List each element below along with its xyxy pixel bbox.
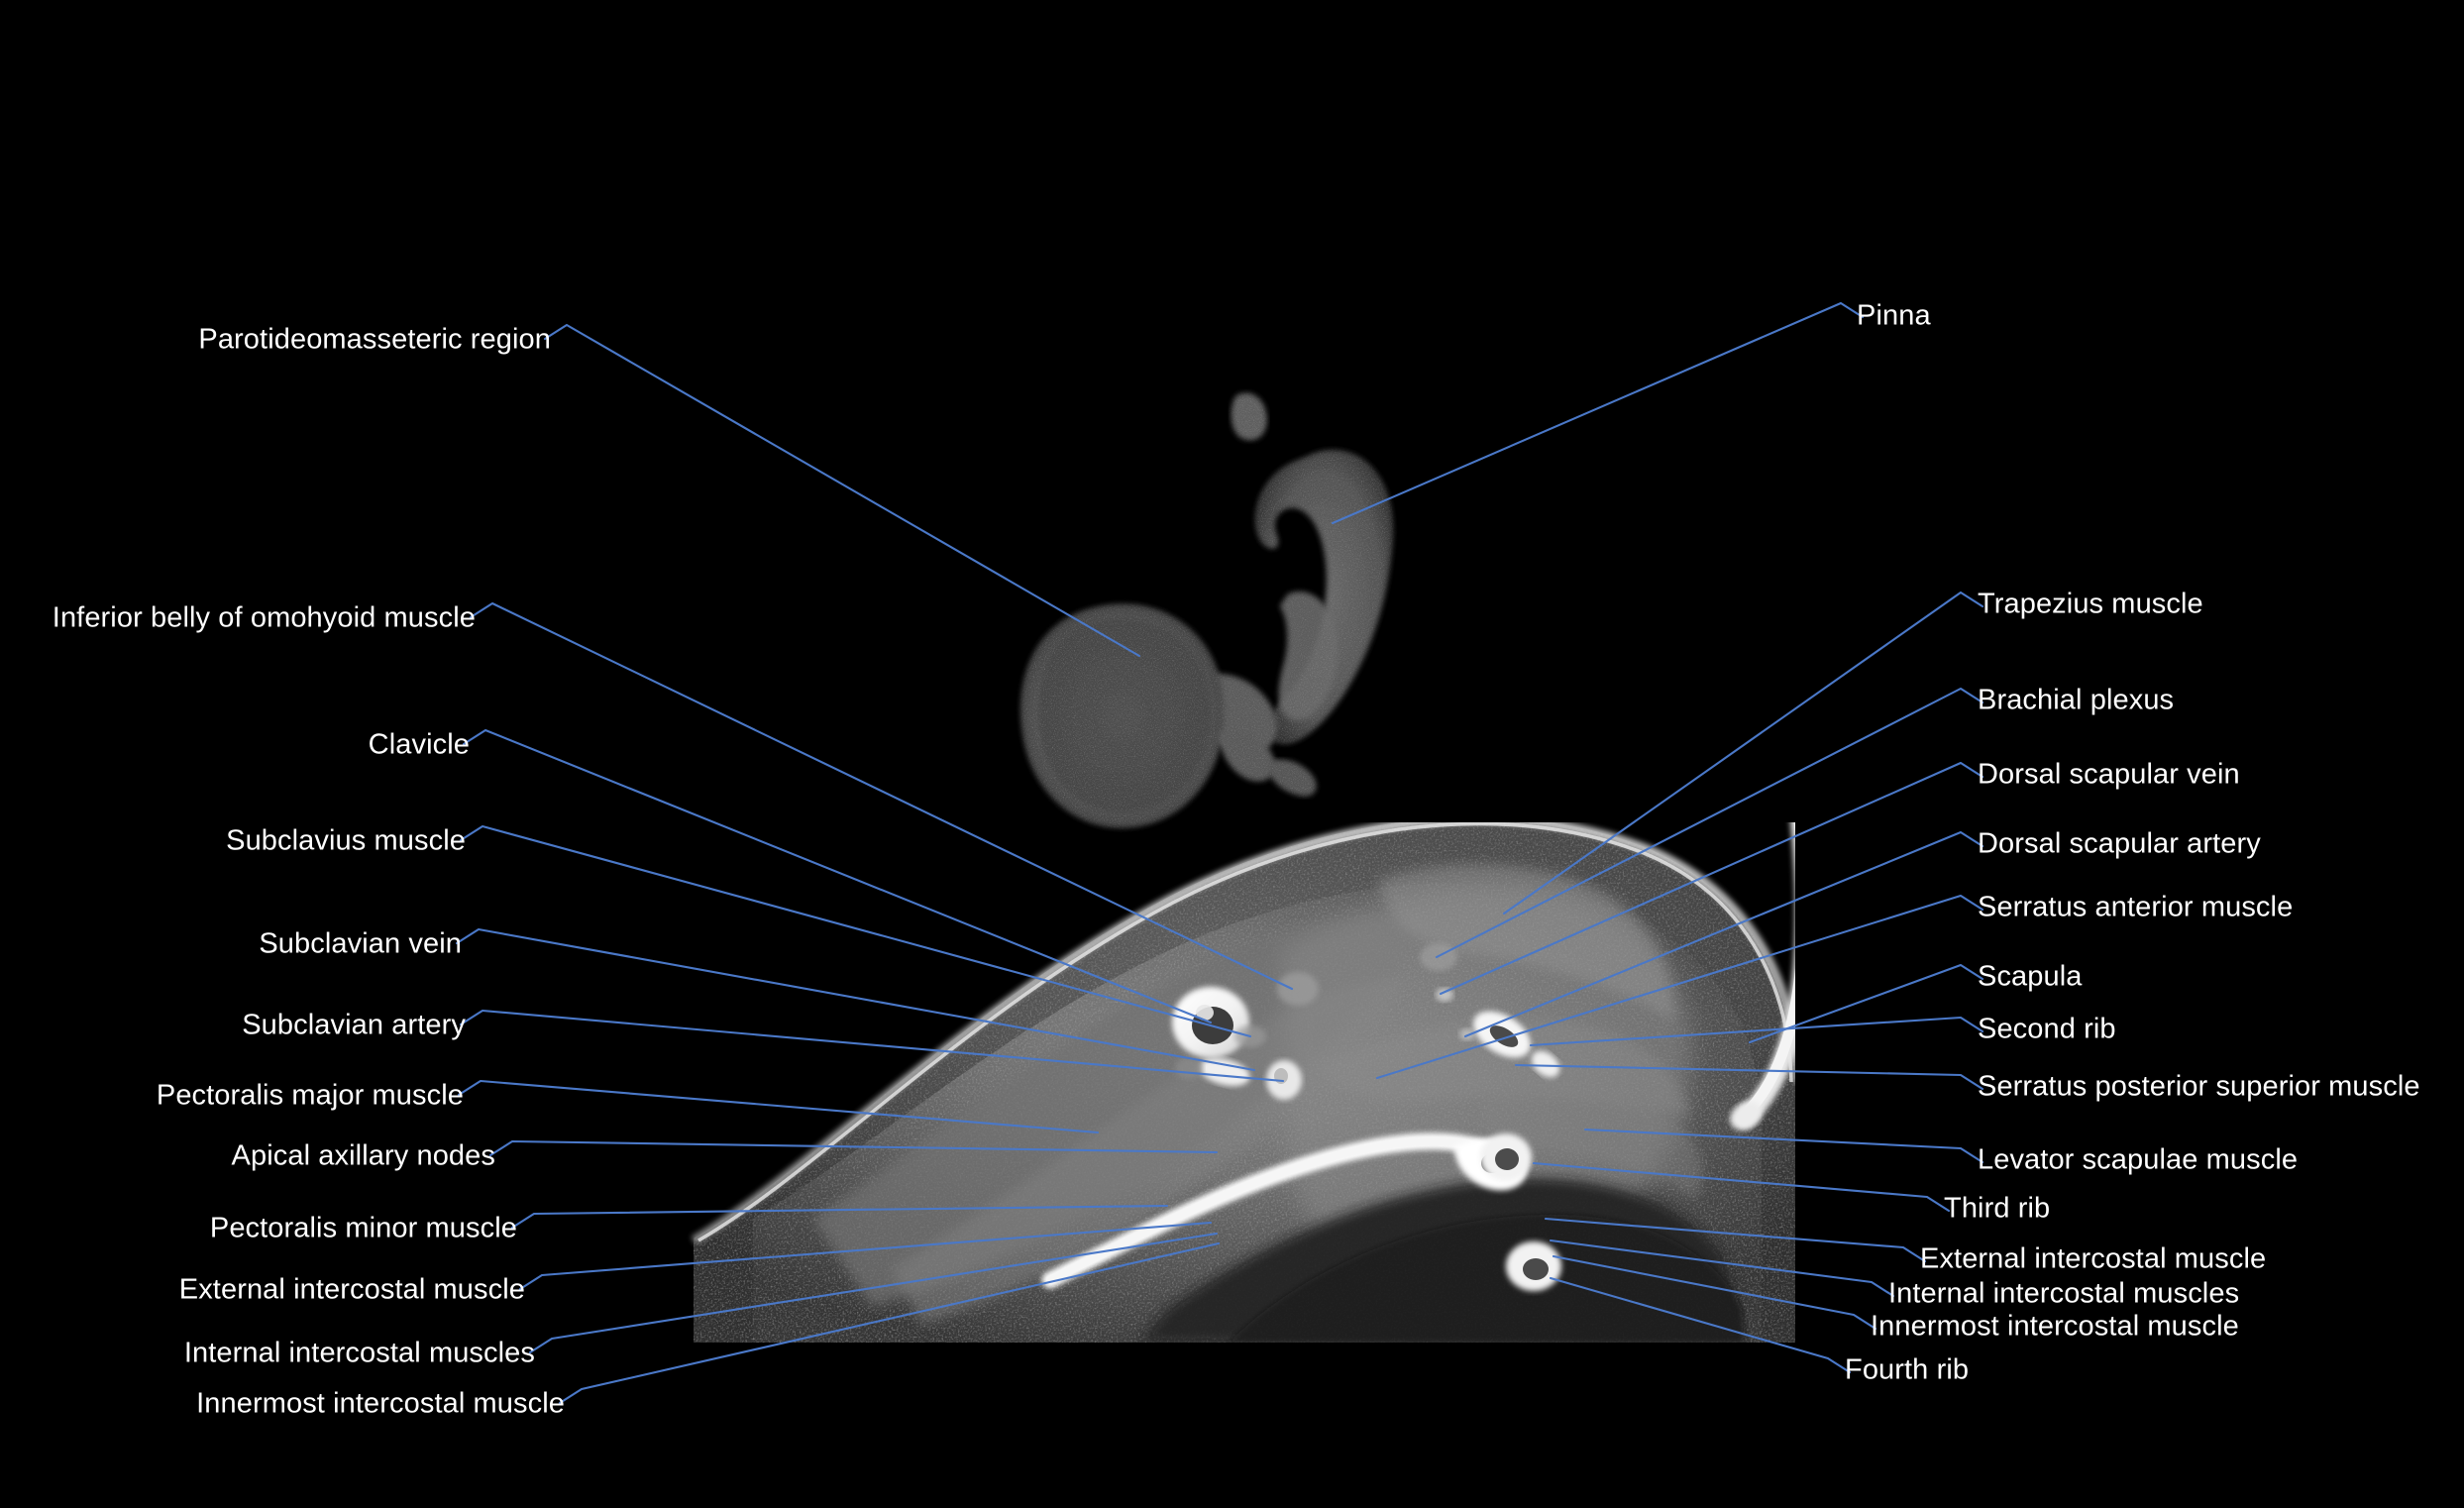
leader-trapezius-muscle	[1502, 591, 1984, 916]
scapula-bone	[1730, 822, 1795, 1131]
fourth-rib-bone	[1506, 1241, 1561, 1291]
leader-innermost-intercostal-muscle-right	[1552, 1254, 1877, 1331]
leader-inferior-belly-of-omohyoid-muscle	[469, 601, 1294, 991]
leader-apical-axillary-nodes	[488, 1139, 1219, 1157]
label-levator-scapulae-muscle: Levator scapulae muscle	[1978, 1143, 2299, 1176]
label-trapezius-muscle: Trapezius muscle	[1978, 588, 2203, 620]
label-pinna: Pinna	[1857, 299, 1931, 332]
leader-innermost-intercostal-muscle-left	[558, 1241, 1221, 1405]
omohyoid-belly	[1277, 972, 1319, 1006]
label-subclavian-artery: Subclavian artery	[242, 1009, 466, 1041]
label-subclavius-muscle: Subclavius muscle	[226, 824, 466, 857]
pinna-structure	[1020, 393, 1393, 827]
leader-fourth-rib	[1549, 1276, 1852, 1374]
leader-subclavian-vein	[455, 927, 1256, 1072]
leader-subclavius-muscle	[459, 824, 1252, 1038]
label-innermost-intercostal-muscle-left: Innermost intercostal muscle	[196, 1387, 565, 1420]
label-subclavian-vein: Subclavian vein	[259, 927, 462, 960]
leader-external-intercostal-muscle-right	[1544, 1217, 1927, 1263]
dorsal-scapular-vein-dot	[1436, 988, 1453, 1002]
label-scapula: Scapula	[1978, 960, 2083, 993]
leader-parotideomasseteric-region	[543, 323, 1141, 658]
leader-pectoralis-major-muscle	[457, 1079, 1100, 1134]
leader-scapula	[1748, 963, 1984, 1044]
leader-serratus-posterior-superior-muscle	[1514, 1063, 1984, 1091]
leader-serratus-anterior-muscle	[1375, 894, 1984, 1080]
label-clavicle: Clavicle	[368, 728, 470, 761]
label-fourth-rib: Fourth rib	[1845, 1353, 1970, 1386]
label-pectoralis-major-muscle: Pectoralis major muscle	[156, 1079, 464, 1112]
leader-external-intercostal-muscle-left	[518, 1221, 1213, 1291]
leader-pectoralis-minor-muscle	[510, 1204, 1169, 1230]
label-external-intercostal-muscle-right: External intercostal muscle	[1920, 1242, 2267, 1275]
leader-pinna	[1331, 301, 1865, 525]
leader-subclavian-artery	[459, 1009, 1285, 1083]
leader-clavicle	[462, 728, 1213, 1024]
label-dorsal-scapular-artery: Dorsal scapular artery	[1978, 827, 2261, 860]
label-brachial-plexus: Brachial plexus	[1978, 684, 2175, 716]
leader-dorsal-scapular-artery	[1463, 830, 1984, 1038]
label-parotideomasseteric-region: Parotideomasseteric region	[198, 323, 551, 356]
label-apical-axillary-nodes: Apical axillary nodes	[231, 1139, 495, 1172]
label-innermost-intercostal-muscle-right: Innermost intercostal muscle	[1871, 1310, 2239, 1343]
leader-second-rib	[1529, 1016, 1984, 1047]
third-rib-bone	[1480, 1133, 1532, 1181]
label-dorsal-scapular-vein: Dorsal scapular vein	[1978, 758, 2240, 791]
label-serratus-anterior-muscle: Serratus anterior muscle	[1978, 891, 2294, 923]
leader-dorsal-scapular-vein	[1439, 761, 1984, 996]
second-rib-bone	[1473, 1011, 1560, 1078]
subclavian-vein-structure	[1199, 1057, 1250, 1087]
label-external-intercostal-muscle-left: External intercostal muscle	[178, 1273, 525, 1306]
label-serratus-posterior-superior-muscle: Serratus posterior superior muscle	[1978, 1070, 2420, 1103]
leader-internal-intercostal-muscles-right	[1549, 1239, 1895, 1298]
label-third-rib: Third rib	[1944, 1192, 2051, 1225]
bones	[1041, 822, 1795, 1291]
label-internal-intercostal-muscles-left: Internal intercostal muscles	[183, 1337, 535, 1369]
leader-internal-intercostal-muscles-left	[528, 1232, 1219, 1354]
leader-levator-scapulae-muscle	[1583, 1128, 1984, 1164]
label-internal-intercostal-muscles-right: Internal intercostal muscles	[1888, 1277, 2240, 1310]
leader-third-rib	[1532, 1161, 1951, 1213]
label-inferior-belly-of-omohyoid-muscle: Inferior belly of omohyoid muscle	[52, 601, 476, 634]
dorsal-scapular-artery-dot	[1459, 1028, 1475, 1040]
label-second-rib: Second rib	[1978, 1013, 2116, 1045]
label-pectoralis-minor-muscle: Pectoralis minor muscle	[209, 1212, 517, 1244]
leader-brachial-plexus	[1435, 687, 1984, 959]
